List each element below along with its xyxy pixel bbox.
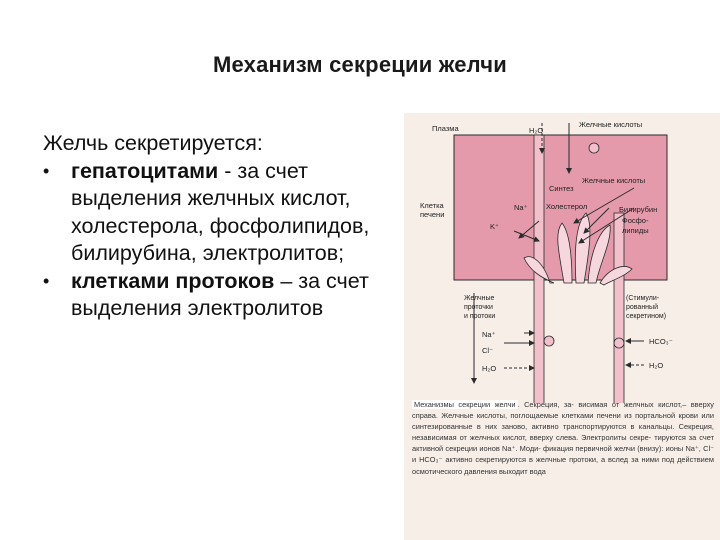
label-k: K⁺ — [490, 222, 499, 231]
bullet-duct-cells-text: – за счет выделения электролитов — [71, 268, 369, 321]
label-cl-bottom: Cl⁻ — [482, 346, 493, 355]
label-h2o-bottom-left: H₂O — [482, 364, 496, 373]
label-na-bottom: Na⁺ — [482, 330, 496, 339]
pump-symbol — [543, 335, 555, 347]
label-ducts-2: проточки — [464, 304, 493, 311]
label-ducts-3: и протоки — [464, 313, 495, 320]
label-synthesis: Синтез — [549, 184, 574, 193]
bullet-hepatocytes-bold: гепатоцитами — [71, 158, 219, 183]
canaliculus-right — [613, 212, 625, 403]
label-phospho-2: липиды — [622, 226, 649, 235]
bullet-duct-cells: клетками протоков – за счет выделения эл… — [43, 268, 373, 323]
label-ducts-1: Желчные — [464, 295, 495, 302]
label-h2o-bottom-right: H₂O — [649, 361, 663, 370]
label-na: Na⁺ — [514, 203, 528, 212]
bullet-list: гепатоцитами - за счет выделения желчных… — [43, 158, 373, 323]
figure-caption: Механизмы секреции желчи. Секреция, за- … — [412, 399, 714, 477]
caption-body: . Секреция, за- висимая от желчных кисло… — [412, 400, 714, 476]
slide-title: Механизм секреции желчи — [212, 52, 508, 77]
pump-symbol — [613, 337, 625, 349]
label-bilirubin: Билирубин — [619, 205, 657, 214]
bile-secretion-diagram: Плазма H₂O Желчные кислоты Синтез Желчны… — [420, 120, 673, 403]
label-bile-acids-top: Желчные кислоты — [579, 120, 642, 129]
bullet-duct-cells-bold: клетками протоков — [71, 268, 275, 293]
bile-secretion-figure: Плазма H₂O Желчные кислоты Синтез Желчны… — [404, 113, 720, 540]
label-bile-acids-mid: Желчные кислоты — [582, 176, 645, 185]
bullet-hepatocytes: гепатоцитами - за счет выделения желчных… — [43, 158, 373, 268]
label-liver-cell-1: Клетка — [420, 201, 445, 210]
label-plasma: Плазма — [432, 124, 459, 133]
intro-text: Желчь секретируется: — [43, 131, 263, 155]
text-block: Желчь секретируется: гепатоцитами - за с… — [43, 130, 373, 323]
label-phospho-1: Фосфо- — [622, 216, 649, 225]
label-h2o-top: H₂O — [529, 126, 543, 135]
bullet-hepatocytes-text: - за счет выделения желчных кислот, холе… — [71, 158, 370, 266]
label-cholesterol: Холестерол — [546, 202, 587, 211]
pump-symbol — [588, 142, 600, 154]
label-stim-1: (Стимули- — [626, 295, 660, 302]
caption-title: Механизмы секреции желчи — [412, 400, 518, 409]
label-hco3: HCO₃⁻ — [649, 337, 673, 346]
label-liver-cell-2: печени — [420, 210, 444, 219]
label-stim-3: секретином) — [626, 313, 666, 320]
label-stim-2: рованный — [626, 303, 658, 311]
